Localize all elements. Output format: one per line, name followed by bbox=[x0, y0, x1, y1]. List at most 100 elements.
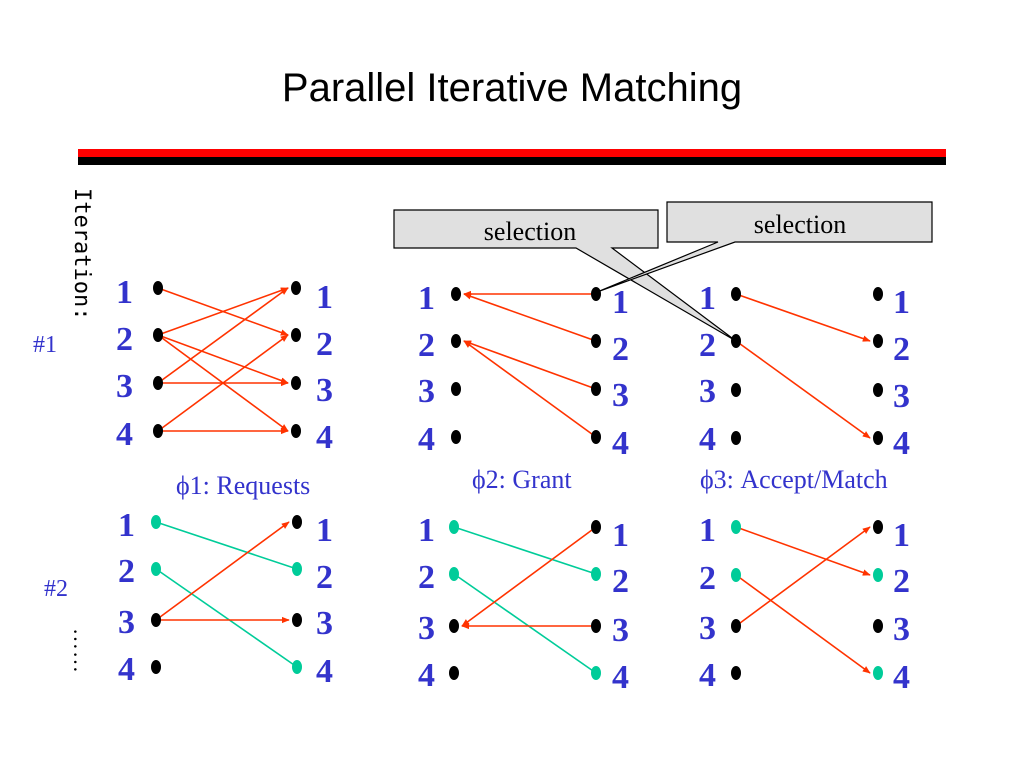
phase-3-label: ϕ3: Accept/Match bbox=[700, 465, 888, 494]
input-port-it2-ph1-4 bbox=[151, 660, 161, 674]
input-port-it2-ph2-4 bbox=[449, 666, 459, 680]
output-port-label-it1-ph2-4: 4 bbox=[612, 425, 629, 462]
input-port-label-it1-ph3-4: 4 bbox=[699, 421, 716, 458]
input-port-label-it1-ph3-2: 2 bbox=[699, 327, 716, 364]
edge-it2-ph2-2 bbox=[461, 526, 597, 627]
output-port-label-it1-ph2-2: 2 bbox=[612, 331, 629, 368]
input-port-it1-ph2-1 bbox=[451, 287, 461, 301]
phase-1-label: ϕ1: Requests bbox=[176, 471, 310, 500]
input-port-it2-ph2-1 bbox=[449, 520, 459, 534]
nodes-layer bbox=[151, 281, 883, 680]
input-port-it1-ph3-1 bbox=[731, 287, 741, 301]
edge-it1-ph2-3 bbox=[463, 340, 597, 438]
input-port-it1-ph3-3 bbox=[731, 383, 741, 397]
input-port-label-it2-ph1-1: 1 bbox=[118, 507, 135, 544]
input-port-label-it1-ph1-2: 2 bbox=[116, 321, 133, 358]
edge-it1-ph3-0 bbox=[735, 293, 871, 342]
output-port-it1-ph2-2 bbox=[591, 334, 601, 348]
input-port-it2-ph3-2 bbox=[731, 568, 741, 582]
output-port-label-it2-ph1-3: 3 bbox=[316, 605, 333, 642]
output-port-label-it2-ph3-4: 4 bbox=[893, 659, 910, 696]
input-port-label-it2-ph1-2: 2 bbox=[118, 553, 135, 590]
output-port-it1-ph1-3 bbox=[291, 376, 301, 390]
iteration-2-label: #2 bbox=[44, 576, 68, 602]
input-port-label-it1-ph3-1: 1 bbox=[699, 280, 716, 317]
input-port-it1-ph1-3 bbox=[153, 376, 163, 390]
edge-it2-ph1-1 bbox=[155, 568, 298, 668]
input-port-it1-ph1-4 bbox=[153, 424, 163, 438]
input-port-it1-ph2-2 bbox=[451, 334, 461, 348]
edge-it2-ph3-1 bbox=[735, 574, 871, 674]
output-port-it2-ph2-3 bbox=[591, 619, 601, 633]
output-port-label-it2-ph3-1: 1 bbox=[893, 517, 910, 554]
input-port-label-it2-ph1-3: 3 bbox=[118, 604, 135, 641]
edge-it1-ph1-2 bbox=[157, 334, 289, 384]
edge-it2-ph3-2 bbox=[735, 526, 871, 627]
input-port-it2-ph3-4 bbox=[731, 666, 741, 680]
input-port-label-it1-ph1-3: 3 bbox=[116, 368, 133, 405]
edges-layer bbox=[155, 287, 871, 674]
phase-2-label: ϕ2: Grant bbox=[472, 465, 572, 494]
input-port-it1-ph3-4 bbox=[731, 431, 741, 445]
output-port-label-it2-ph2-2: 2 bbox=[612, 563, 629, 600]
input-port-it2-ph1-2 bbox=[151, 562, 161, 576]
output-port-label-it2-ph2-1: 1 bbox=[612, 517, 629, 554]
output-port-label-it2-ph2-4: 4 bbox=[612, 659, 629, 696]
input-port-it2-ph2-3 bbox=[449, 619, 459, 633]
input-port-it2-ph3-1 bbox=[731, 520, 741, 534]
output-port-label-it2-ph3-3: 3 bbox=[893, 611, 910, 648]
iteration-1-label: #1 bbox=[33, 332, 57, 358]
output-port-it1-ph1-1 bbox=[291, 281, 301, 295]
input-port-label-it1-ph3-3: 3 bbox=[699, 373, 716, 410]
output-port-it1-ph3-4 bbox=[873, 431, 883, 445]
edge-it2-ph3-0 bbox=[735, 526, 871, 576]
input-port-label-it2-ph2-2: 2 bbox=[418, 559, 435, 596]
input-port-label-it1-ph2-1: 1 bbox=[418, 280, 435, 317]
selection-callout-text-1: selection bbox=[484, 217, 576, 246]
input-port-label-it1-ph1-1: 1 bbox=[116, 274, 133, 311]
output-port-it2-ph1-3 bbox=[292, 613, 302, 627]
edge-it1-ph2-2 bbox=[463, 340, 597, 390]
input-port-label-it1-ph2-2: 2 bbox=[418, 327, 435, 364]
input-port-it1-ph2-3 bbox=[451, 382, 461, 396]
output-port-it2-ph3-1 bbox=[873, 520, 883, 534]
title-bar-black bbox=[78, 157, 946, 165]
output-port-it1-ph3-3 bbox=[873, 383, 883, 397]
edge-it1-ph1-4 bbox=[157, 287, 289, 384]
input-port-it1-ph2-4 bbox=[451, 430, 461, 444]
edge-it2-ph2-0 bbox=[453, 526, 597, 575]
input-port-it2-ph1-3 bbox=[151, 613, 161, 627]
output-port-label-it2-ph1-1: 1 bbox=[316, 512, 333, 549]
input-port-label-it2-ph1-4: 4 bbox=[118, 651, 135, 688]
output-port-label-it2-ph2-3: 3 bbox=[612, 612, 629, 649]
slide-title: Parallel Iterative Matching bbox=[281, 66, 743, 110]
input-port-it1-ph1-2 bbox=[153, 328, 163, 342]
input-port-it2-ph1-1 bbox=[151, 515, 161, 529]
input-port-label-it1-ph2-3: 3 bbox=[418, 373, 435, 410]
output-port-it2-ph3-4 bbox=[873, 666, 883, 680]
output-port-label-it1-ph1-1: 1 bbox=[316, 279, 333, 316]
output-port-label-it1-ph1-3: 3 bbox=[316, 372, 333, 409]
output-port-label-it2-ph3-2: 2 bbox=[893, 563, 910, 600]
edge-it1-ph1-6 bbox=[157, 334, 289, 432]
input-port-label-it1-ph2-4: 4 bbox=[418, 421, 435, 458]
edge-it2-ph1-2 bbox=[155, 521, 290, 621]
input-port-label-it2-ph2-4: 4 bbox=[418, 657, 435, 694]
output-port-label-it1-ph2-1: 1 bbox=[612, 284, 629, 321]
output-port-it2-ph1-4 bbox=[292, 660, 302, 674]
edge-it2-ph2-1 bbox=[453, 573, 597, 674]
output-port-it1-ph2-4 bbox=[591, 430, 601, 444]
input-port-it1-ph1-1 bbox=[153, 281, 163, 295]
output-port-it2-ph1-1 bbox=[292, 515, 302, 529]
output-port-it1-ph1-2 bbox=[291, 328, 301, 342]
output-port-it1-ph3-1 bbox=[873, 287, 883, 301]
output-port-it1-ph2-1 bbox=[591, 287, 601, 301]
input-port-label-it2-ph2-1: 1 bbox=[418, 512, 435, 549]
input-port-label-it2-ph3-2: 2 bbox=[699, 560, 716, 597]
output-port-it2-ph1-2 bbox=[292, 562, 302, 576]
output-port-label-it1-ph2-3: 3 bbox=[612, 377, 629, 414]
output-port-it2-ph2-4 bbox=[591, 666, 601, 680]
output-port-it1-ph3-2 bbox=[873, 334, 883, 348]
